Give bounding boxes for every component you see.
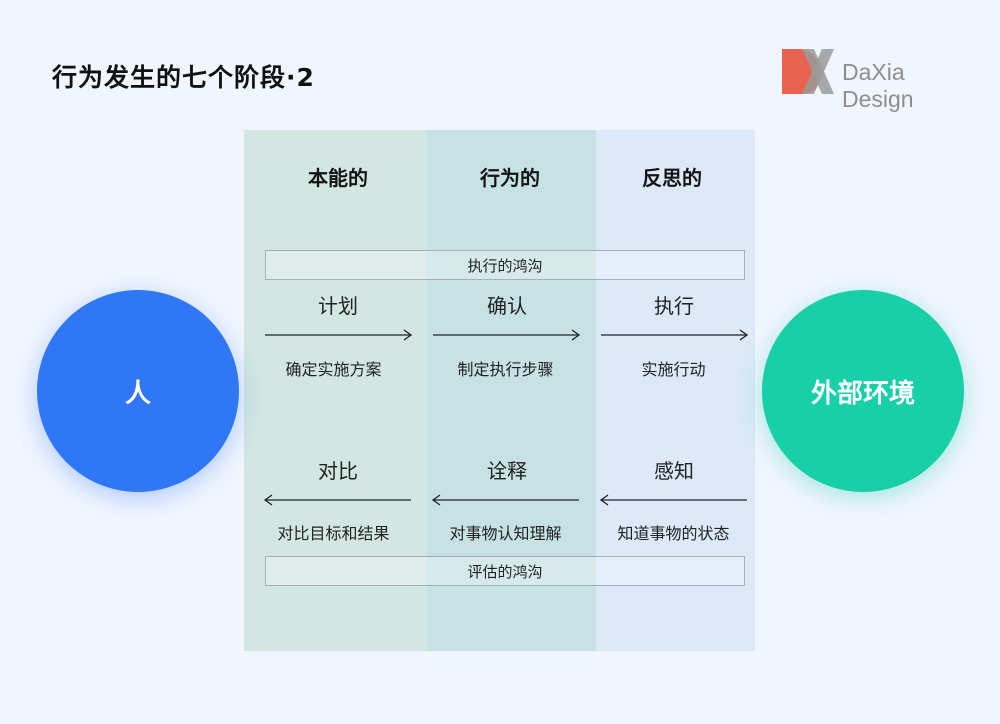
gulf-of-execution: 执行的鸿沟 — [265, 250, 745, 280]
environment-label: 外部环境 — [810, 378, 915, 409]
desc-perceive: 知道事物的状态 — [617, 524, 730, 543]
desc-interpret: 对事物认知理解 — [449, 524, 562, 543]
column-header-instinctive: 本能的 — [308, 166, 368, 190]
daxia-logo: DaXia Design — [780, 46, 980, 112]
step-perceive: 感知 — [654, 459, 694, 483]
desc-plan: 确定实施方案 — [285, 360, 382, 379]
arrow-compare-left — [263, 494, 411, 506]
daxia-logo-mark — [782, 49, 834, 94]
step-interpret: 诠释 — [487, 459, 527, 483]
desc-compare: 对比目标和结果 — [277, 524, 390, 543]
step-compare: 对比 — [318, 459, 358, 483]
column-panel-behavioral — [427, 130, 596, 651]
environment-circle: 外部环境 — [762, 290, 964, 492]
person-label: 人 — [124, 378, 151, 409]
logo-text: DaXia Design — [842, 59, 914, 112]
page-title: 行为发生的七个阶段·2 — [52, 63, 315, 92]
person-circle: 人 — [37, 290, 239, 492]
arrow-interpret-left — [431, 494, 579, 506]
desc-perform: 实施行动 — [641, 360, 706, 379]
column-panel-reflective — [596, 130, 755, 651]
column-header-reflective: 反思的 — [642, 166, 702, 190]
column-panel-instinctive — [244, 130, 427, 651]
gulf-of-evaluation: 评估的鸿沟 — [265, 556, 745, 586]
column-header-behavioral: 行为的 — [480, 166, 540, 190]
step-specify: 确认 — [487, 294, 527, 318]
desc-specify: 制定执行步骤 — [457, 360, 554, 379]
step-perform: 执行 — [654, 294, 694, 318]
arrow-perform-right — [601, 329, 749, 341]
step-plan: 计划 — [318, 294, 358, 318]
arrow-perceive-left — [599, 494, 747, 506]
arrow-specify-right — [433, 329, 581, 341]
arrow-plan-right — [265, 329, 413, 341]
